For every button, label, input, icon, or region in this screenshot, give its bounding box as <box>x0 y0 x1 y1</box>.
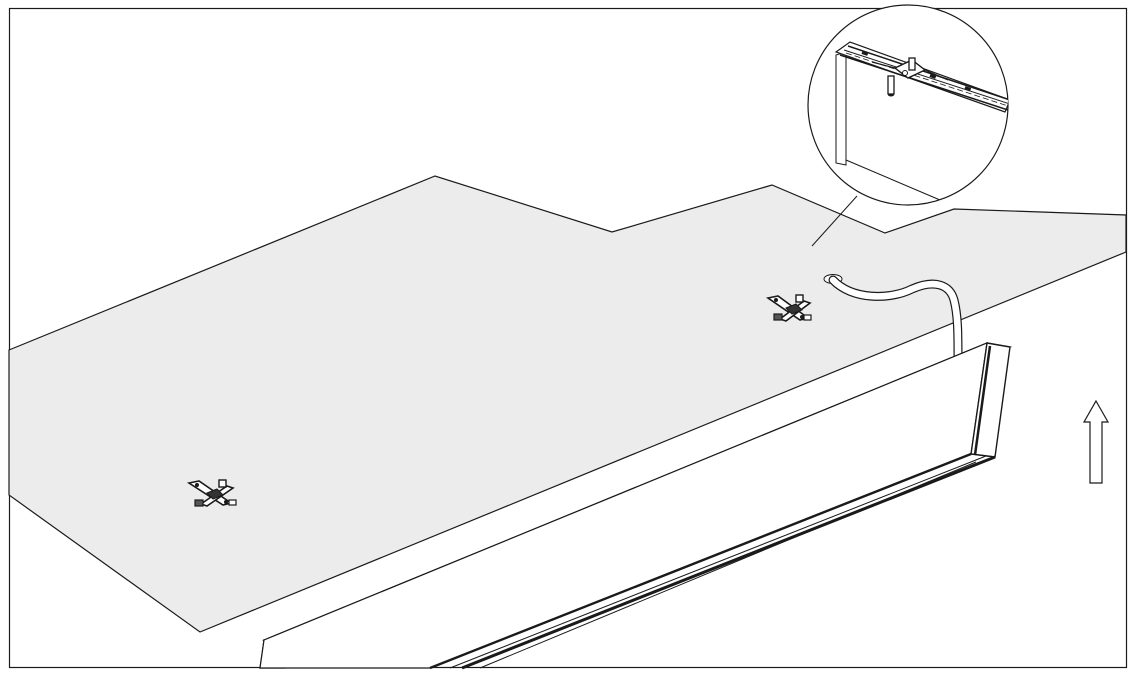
lift-up-arrow <box>1082 399 1110 484</box>
mounting-clip-right <box>765 294 812 322</box>
clip-engagement-detail <box>807 4 1009 206</box>
power-cable <box>828 275 963 361</box>
fixture-diffuser-line <box>449 455 987 669</box>
detail-leader-line <box>811 195 858 247</box>
detail-fixture-panel <box>835 51 847 166</box>
fixture-diffuser-line <box>429 452 972 670</box>
fixture-diffuser-line <box>479 461 977 669</box>
detail-clip-part <box>871 57 949 97</box>
mounting-clip-left <box>186 479 237 507</box>
fixture-diffuser-line <box>461 455 996 670</box>
linear-light-fixture <box>259 342 1013 670</box>
frame-border <box>8 7 1128 669</box>
